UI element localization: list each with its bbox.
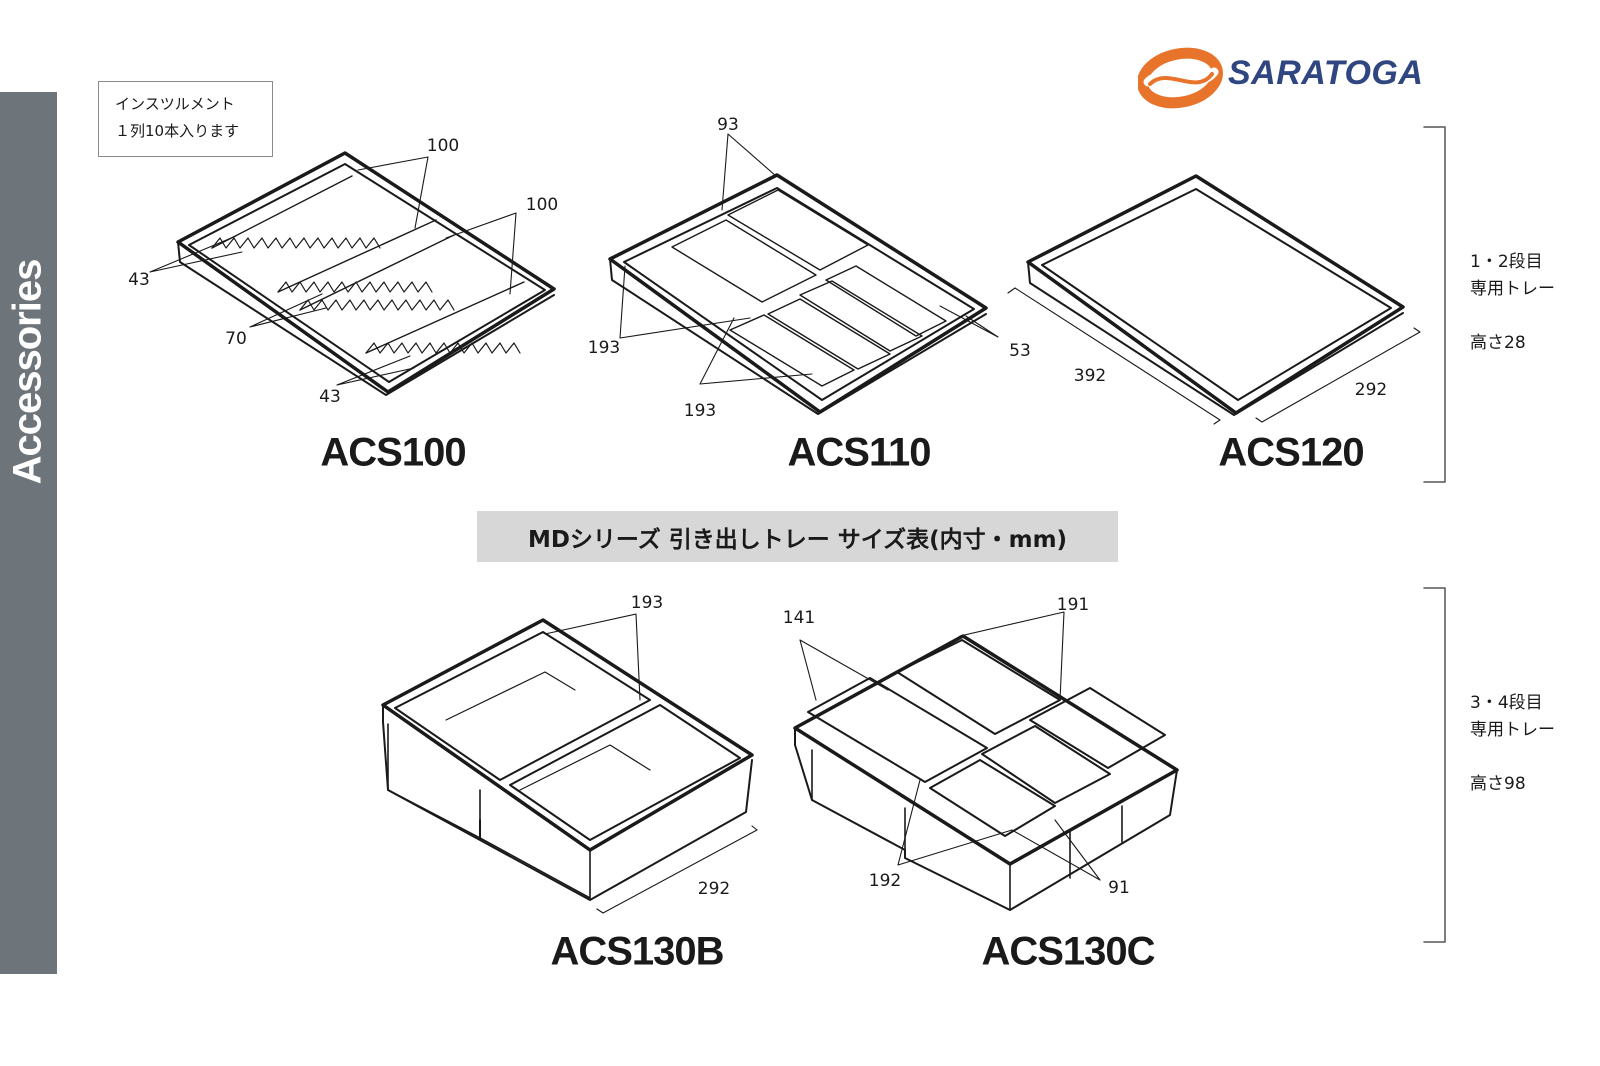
group-height: 高さ28 xyxy=(1470,333,1526,353)
group-line-1: 1・2段目 xyxy=(1470,252,1543,272)
dim-label: 91 xyxy=(1108,878,1130,898)
banner-text: MDシリーズ 引き出しトレー サイズ表(内寸・mm) xyxy=(527,526,1068,553)
model-name-acs120: ACS120 xyxy=(1218,430,1364,475)
dim-label: 53 xyxy=(1009,341,1031,361)
dim-label: 292 xyxy=(1354,380,1388,400)
saratoga-logo: SARATOGA xyxy=(1136,44,1438,114)
dim-label: 392 xyxy=(1073,366,1107,386)
dim-label: 192 xyxy=(868,871,902,891)
group-bracket-upper xyxy=(1423,126,1446,483)
logo-text: SARATOGA xyxy=(1228,54,1424,92)
dim-label: 292 xyxy=(697,879,731,899)
dim-label: 100 xyxy=(426,136,460,156)
note-line-2: １列10本入ります xyxy=(115,122,240,140)
group-note-lower: 3・4段目 専用トレー 高さ98 xyxy=(1470,690,1555,798)
acs130b-drawing xyxy=(381,613,758,914)
dim-label: 193 xyxy=(683,401,717,421)
acs100-drawing xyxy=(149,151,556,396)
group-line-1: 3・4段目 xyxy=(1470,693,1543,713)
dim-label: 193 xyxy=(630,593,664,613)
size-table-banner: MDシリーズ 引き出しトレー サイズ表(内寸・mm) xyxy=(477,511,1118,562)
group-line-2: 専用トレー xyxy=(1470,279,1555,299)
dim-label: 141 xyxy=(782,608,816,628)
acs130c-drawing xyxy=(793,611,1179,911)
dim-label: 93 xyxy=(717,115,739,135)
model-name-acs110: ACS110 xyxy=(787,430,932,475)
dim-label: 100 xyxy=(525,195,559,215)
dim-label: 70 xyxy=(225,329,247,349)
note-line-1: インスツルメント xyxy=(115,95,235,113)
acs110-drawing xyxy=(608,133,999,415)
group-line-2: 専用トレー xyxy=(1470,720,1555,740)
instrument-note: インスツルメント １列10本入ります xyxy=(98,81,273,157)
saratoga-logo-icon xyxy=(1136,47,1224,109)
model-name-acs130c: ACS130C xyxy=(981,929,1155,974)
dim-label: 193 xyxy=(587,338,621,358)
dim-label: 191 xyxy=(1056,595,1090,615)
dim-label: 43 xyxy=(128,270,150,290)
group-note-upper: 1・2段目 専用トレー 高さ28 xyxy=(1470,249,1555,357)
dim-label: 43 xyxy=(319,387,341,407)
model-name-acs130b: ACS130B xyxy=(550,929,724,974)
group-height: 高さ98 xyxy=(1470,774,1526,794)
model-name-acs100: ACS100 xyxy=(320,430,466,475)
sidebar: Accessories xyxy=(0,92,57,974)
acs120-drawing xyxy=(1007,174,1421,425)
group-bracket-lower xyxy=(1423,587,1446,943)
